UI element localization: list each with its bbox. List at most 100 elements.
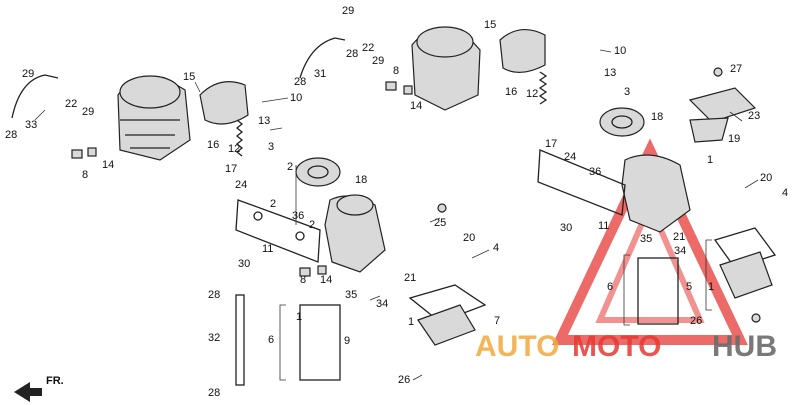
front-marker-label: FR.	[46, 375, 64, 387]
front-marker: FR.	[14, 375, 64, 402]
left-vent-tube	[11, 74, 59, 119]
right-float-bowl-gasket	[713, 227, 777, 269]
callout-34-b: 34	[674, 245, 686, 257]
callout-5: 5	[686, 281, 692, 293]
callout-8-c: 8	[393, 65, 399, 77]
callout-16-b: 16	[505, 86, 517, 98]
left-long-tube	[235, 294, 245, 386]
callout-3-b: 3	[624, 86, 630, 98]
callout-15-b: 15	[484, 19, 496, 31]
callout-29-d: 29	[372, 55, 384, 67]
left-float-bowl-gasket	[408, 284, 487, 323]
right-lower-carburetor	[621, 154, 691, 233]
left-throttle-pulley	[295, 157, 341, 187]
callout-22-b: 22	[362, 42, 374, 54]
callout-6-a: 6	[268, 334, 274, 346]
callout-15-a: 15	[183, 71, 195, 83]
part-callouts: 29 28 33 22 29 15 10 16 13 3 12 8 14 17 …	[5, 5, 788, 399]
watermark-part2: MOTO	[572, 330, 661, 363]
callout-1-a: 1	[296, 311, 302, 323]
callout-4-b: 4	[782, 187, 788, 199]
callout-1-d: 1	[708, 281, 714, 293]
callout-24-b: 24	[564, 151, 576, 163]
callout-21-a: 21	[404, 272, 416, 284]
callout-11-a: 11	[262, 243, 273, 255]
right-air-cover	[688, 87, 757, 143]
callout-28-d: 28	[346, 48, 358, 60]
callout-20-b: 20	[760, 172, 772, 184]
callout-8-a: 8	[82, 169, 88, 181]
callout-2-a: 2	[287, 161, 293, 173]
callout-32: 32	[208, 332, 220, 344]
callout-36-b: 36	[589, 166, 601, 178]
callout-30-a: 30	[238, 258, 250, 270]
right-float-bowl	[719, 251, 773, 299]
left-carburetor-body	[117, 75, 191, 161]
callout-33: 33	[25, 119, 37, 131]
callout-10-a: 10	[290, 92, 302, 104]
left-float-bowl	[417, 304, 476, 346]
callout-1-c: 1	[707, 154, 713, 166]
callout-17-a: 17	[225, 163, 237, 175]
callout-12-b: 12	[526, 88, 538, 100]
callout-16-a: 16	[207, 139, 219, 151]
callout-35-b: 35	[640, 233, 652, 245]
callout-18-b: 18	[651, 111, 663, 123]
callout-34-a: 34	[376, 298, 388, 310]
callout-4-a: 4	[493, 242, 499, 254]
callout-24-a: 24	[235, 179, 247, 191]
callout-27: 27	[730, 63, 742, 75]
callout-23: 23	[748, 110, 760, 122]
watermark-text: AUTO MOTO HUB	[475, 330, 777, 363]
group-bracket-5	[705, 239, 712, 311]
callout-22-a: 22	[65, 98, 77, 110]
callout-14-c: 14	[410, 100, 422, 112]
callout-29-b: 29	[82, 106, 94, 118]
group-bracket-6-left	[279, 304, 341, 381]
callout-2-b: 2	[270, 198, 276, 210]
callout-9: 9	[344, 335, 350, 347]
callout-29-c: 29	[342, 5, 354, 17]
callout-1-b: 1	[408, 316, 414, 328]
watermark-triangle	[552, 138, 748, 345]
right-carburetor-body	[411, 26, 481, 111]
callout-18-a: 18	[355, 174, 367, 186]
callout-36-a: 36	[292, 210, 304, 222]
callout-2-c: 2	[309, 219, 315, 231]
callout-13-a: 13	[258, 115, 270, 127]
callout-13-b: 13	[604, 67, 616, 79]
callout-29-a: 29	[22, 68, 34, 80]
callout-6-b: 6	[607, 281, 613, 293]
callout-28-b: 28	[208, 289, 220, 301]
callout-28-a: 28	[5, 129, 17, 141]
right-vent-tube	[299, 37, 346, 79]
leader-lines	[34, 49, 759, 381]
callout-35-a: 35	[345, 289, 357, 301]
callout-14-b: 14	[320, 274, 332, 286]
callout-14-a: 14	[102, 159, 114, 171]
callout-8-b: 8	[300, 274, 306, 286]
right-diaphragm-cover	[499, 29, 546, 73]
small-fasteners	[71, 67, 761, 323]
callout-31: 31	[314, 68, 326, 80]
callout-3-a: 3	[268, 141, 274, 153]
left-spring	[235, 119, 244, 157]
callout-20-a: 20	[463, 232, 475, 244]
callout-30-b: 30	[560, 222, 572, 234]
callout-28-c: 28	[208, 387, 220, 399]
callout-19: 19	[728, 133, 740, 145]
right-spring	[538, 71, 548, 105]
callout-26-b: 26	[690, 315, 702, 327]
watermark-part3: HUB	[712, 330, 777, 363]
left-lower-carburetor	[324, 194, 386, 273]
callout-21-b: 21	[673, 231, 685, 243]
callout-17-b: 17	[545, 138, 557, 150]
callout-7: 7	[494, 315, 500, 327]
callout-12-a: 12	[228, 143, 240, 155]
right-bracket-plate	[537, 149, 626, 216]
callout-25: 25	[434, 217, 446, 229]
group-bracket-6-right	[623, 254, 679, 326]
left-diaphragm-cover	[199, 81, 249, 125]
watermark-part1: AUTO	[475, 330, 559, 363]
